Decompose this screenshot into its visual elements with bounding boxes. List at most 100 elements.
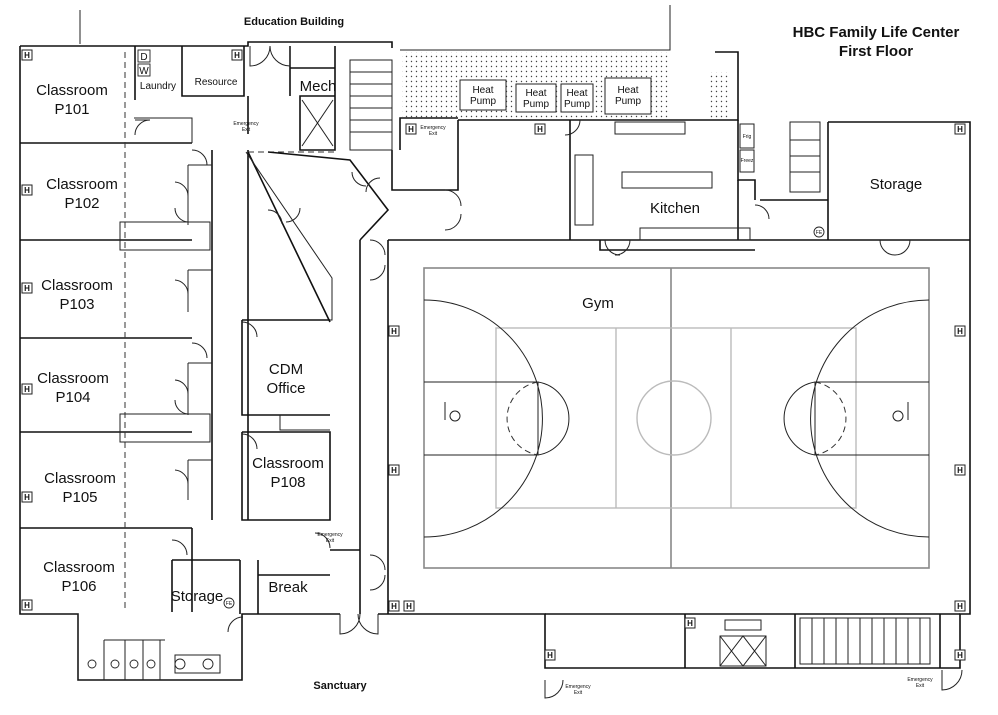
h-marker: H bbox=[21, 599, 33, 611]
heat-pumps: Heat Pump Heat Pump Heat Pump Heat Pump bbox=[459, 77, 652, 115]
washer-mark: W bbox=[139, 66, 149, 77]
plan-subtitle: First Floor bbox=[839, 43, 913, 60]
storage-right-label: Storage bbox=[870, 176, 923, 193]
h-marker: H bbox=[544, 649, 556, 661]
svg-text:H: H bbox=[391, 466, 397, 475]
h-marker: H bbox=[388, 464, 400, 476]
storage-left-label: Storage bbox=[171, 588, 224, 605]
h-marker: H bbox=[954, 600, 966, 612]
h-markers: H H H H H H H H H H H H H H H H H H H H bbox=[21, 49, 966, 661]
h-marker: H bbox=[684, 617, 696, 629]
room-p108-number: P108 bbox=[270, 474, 305, 491]
svg-text:H: H bbox=[547, 651, 553, 660]
emergency-exit-label: Exit bbox=[429, 131, 438, 137]
room-p101-label: Classroom bbox=[36, 82, 108, 99]
dryer-mark: D bbox=[140, 52, 147, 63]
room-p106-label: Classroom bbox=[43, 559, 115, 576]
heat-pump-4-label: Heat bbox=[617, 85, 638, 96]
heat-pump-4-label2: Pump bbox=[615, 96, 642, 107]
room-p106-number: P106 bbox=[61, 578, 96, 595]
emergency-exit-label: Exit bbox=[916, 683, 925, 689]
classroom-walls bbox=[20, 46, 245, 612]
room-p102-label: Classroom bbox=[46, 176, 118, 193]
h-marker: H bbox=[388, 600, 400, 612]
svg-text:H: H bbox=[957, 602, 963, 611]
sanctuary-label: Sanctuary bbox=[313, 680, 367, 692]
fire-extinguisher-icon bbox=[223, 597, 235, 609]
h-marker: H bbox=[405, 123, 417, 135]
room-p105-number: P105 bbox=[62, 489, 97, 506]
room-labels: Classroom P101 Classroom P102 Classroom … bbox=[36, 77, 922, 605]
heat-pump-3-label: Heat bbox=[566, 88, 587, 99]
emergency-exit-label: Exit bbox=[574, 690, 583, 696]
mech-label: Mech bbox=[300, 78, 337, 95]
h-marker: H bbox=[954, 464, 966, 476]
svg-text:H: H bbox=[957, 125, 963, 134]
h-marker: H bbox=[534, 123, 546, 135]
h-marker: H bbox=[21, 383, 33, 395]
svg-text:H: H bbox=[408, 125, 414, 134]
heat-pump-1 bbox=[459, 79, 507, 111]
svg-text:H: H bbox=[957, 466, 963, 475]
laundry-label: Laundry bbox=[140, 81, 176, 92]
kitchen-walls: Frig Freez bbox=[569, 120, 828, 251]
svg-text:H: H bbox=[234, 51, 240, 60]
h-marker: H bbox=[388, 325, 400, 337]
south-stairs bbox=[684, 614, 941, 668]
heat-pump-1-label2: Pump bbox=[470, 96, 497, 107]
education-building-label: Education Building bbox=[244, 16, 344, 28]
emergency-exit-label: Emergency bbox=[317, 532, 343, 538]
svg-text:H: H bbox=[957, 651, 963, 660]
h-marker: H bbox=[403, 600, 415, 612]
fire-extinguisher-icon bbox=[813, 226, 825, 238]
heat-pump-3 bbox=[560, 83, 594, 113]
heat-pump-3-label2: Pump bbox=[564, 99, 591, 110]
fire-mark: FE bbox=[226, 601, 233, 607]
room-p104-number: P104 bbox=[55, 389, 90, 406]
svg-text:H: H bbox=[24, 385, 30, 394]
appliances: D W FE FE bbox=[137, 49, 825, 609]
cdm-label: CDM bbox=[269, 361, 303, 378]
svg-text:H: H bbox=[406, 602, 412, 611]
kitchen-label: Kitchen bbox=[650, 200, 700, 217]
emergency-exit-label: Emergency bbox=[420, 125, 446, 131]
svg-text:H: H bbox=[391, 602, 397, 611]
h-marker: H bbox=[21, 491, 33, 503]
break-room-label: Break bbox=[268, 579, 308, 596]
heat-pump-2-label: Heat bbox=[525, 88, 546, 99]
svg-text:H: H bbox=[24, 186, 30, 195]
heat-pump-1-label: Heat bbox=[472, 85, 493, 96]
room-p104-label: Classroom bbox=[37, 370, 109, 387]
svg-text:H: H bbox=[24, 284, 30, 293]
fire-mark: FE bbox=[816, 230, 823, 236]
dryer-icon bbox=[137, 49, 151, 63]
h-marker: H bbox=[21, 49, 33, 61]
room-p101-number: P101 bbox=[54, 101, 89, 118]
svg-text:H: H bbox=[957, 327, 963, 336]
svg-text:H: H bbox=[537, 125, 543, 134]
emergency-exit-label: Emergency bbox=[907, 677, 933, 683]
h-marker: H bbox=[21, 282, 33, 294]
h-marker: H bbox=[954, 649, 966, 661]
emergency-exit-label: Exit bbox=[242, 127, 251, 133]
gym-label: Gym bbox=[582, 295, 614, 312]
room-p105-label: Classroom bbox=[44, 470, 116, 487]
heat-pump-2 bbox=[515, 83, 557, 113]
heat-pump-2-label2: Pump bbox=[523, 99, 550, 110]
emergency-exit-label: Exit bbox=[326, 538, 335, 544]
room-p103-label: Classroom bbox=[41, 277, 113, 294]
h-marker: H bbox=[231, 49, 243, 61]
h-marker: H bbox=[954, 123, 966, 135]
plan-title: HBC Family Life Center bbox=[793, 24, 960, 41]
h-marker: H bbox=[21, 184, 33, 196]
emergency-exit-label: Emergency bbox=[233, 121, 259, 127]
room-p108-label: Classroom bbox=[252, 455, 324, 472]
svg-text:H: H bbox=[391, 327, 397, 336]
doors bbox=[134, 45, 963, 699]
h-marker: H bbox=[954, 325, 966, 337]
office-label: Office bbox=[267, 380, 306, 397]
corridor-walls bbox=[239, 46, 393, 614]
resource-label: Resource bbox=[195, 77, 238, 88]
fridge-label: Frig bbox=[743, 134, 752, 140]
